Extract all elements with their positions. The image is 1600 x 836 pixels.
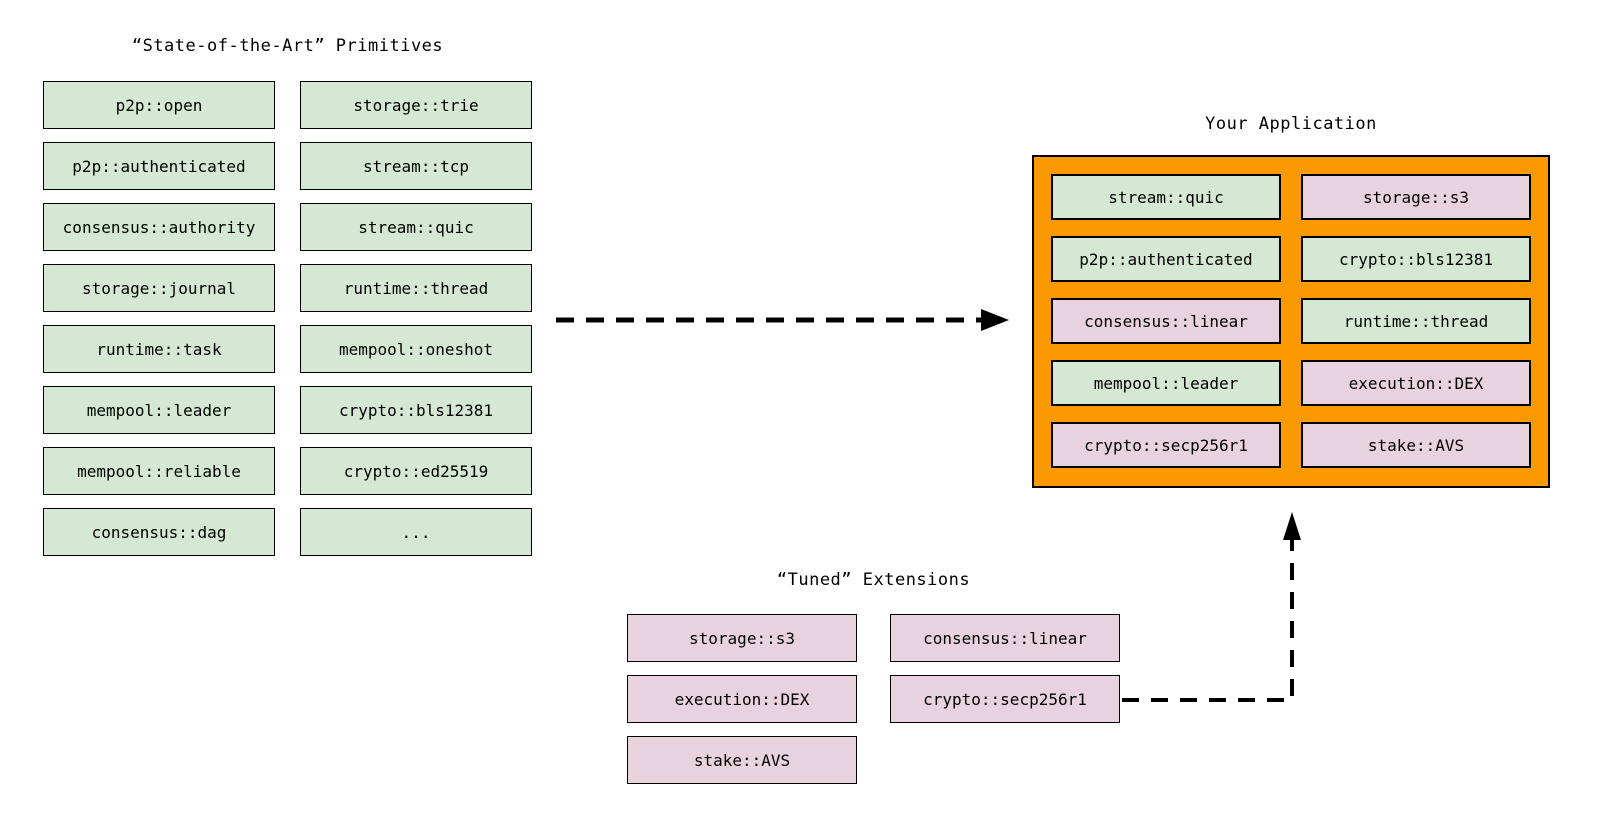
- extensions-title: “Tuned” Extensions: [776, 570, 971, 590]
- extension-box: crypto::secp256r1: [890, 675, 1120, 723]
- primitive-box: stream::quic: [300, 203, 532, 251]
- primitive-box: crypto::bls12381: [300, 386, 532, 434]
- flow-arrow-extensions-to-app-icon: [1122, 512, 1301, 702]
- primitive-box: ...: [300, 508, 532, 556]
- app-module-box: mempool::leader: [1051, 360, 1281, 406]
- app-module-box: crypto::bls12381: [1301, 236, 1531, 282]
- primitive-box: runtime::task: [43, 325, 275, 373]
- primitive-box: storage::journal: [43, 264, 275, 312]
- app-module-box: crypto::secp256r1: [1051, 422, 1281, 468]
- app-module-box: consensus::linear: [1051, 298, 1281, 344]
- app-module-box: stream::quic: [1051, 174, 1281, 220]
- primitive-box: storage::trie: [300, 81, 532, 129]
- application-title: Your Application: [1205, 114, 1377, 134]
- flow-arrow-primitives-to-app-icon: [556, 309, 1009, 331]
- app-module-box: runtime::thread: [1301, 298, 1531, 344]
- primitive-box: stream::tcp: [300, 142, 532, 190]
- extension-box: stake::AVS: [627, 736, 857, 784]
- primitive-box: crypto::ed25519: [300, 447, 532, 495]
- app-module-box: p2p::authenticated: [1051, 236, 1281, 282]
- primitive-box: mempool::oneshot: [300, 325, 532, 373]
- primitive-box: mempool::leader: [43, 386, 275, 434]
- primitive-box: consensus::dag: [43, 508, 275, 556]
- extension-box: execution::DEX: [627, 675, 857, 723]
- primitives-title: “State-of-the-Art” Primitives: [131, 36, 444, 56]
- app-module-box: stake::AVS: [1301, 422, 1531, 468]
- extension-box: consensus::linear: [890, 614, 1120, 662]
- primitive-box: mempool::reliable: [43, 447, 275, 495]
- primitive-box: consensus::authority: [43, 203, 275, 251]
- primitive-box: runtime::thread: [300, 264, 532, 312]
- primitive-box: p2p::open: [43, 81, 275, 129]
- extension-box: storage::s3: [627, 614, 857, 662]
- app-module-box: execution::DEX: [1301, 360, 1531, 406]
- app-module-box: storage::s3: [1301, 174, 1531, 220]
- primitive-box: p2p::authenticated: [43, 142, 275, 190]
